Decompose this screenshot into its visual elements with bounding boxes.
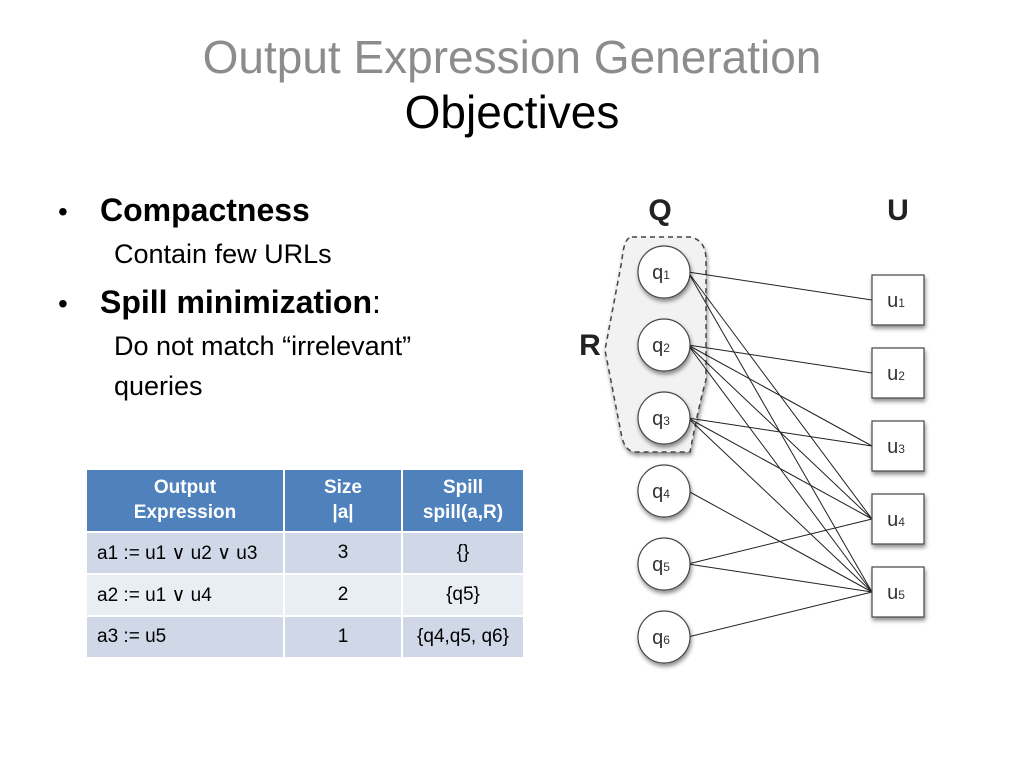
cell-expression: a2 := u1 ∨ u4 (85, 573, 285, 618)
q-node-label: q2 (652, 335, 670, 357)
q-node-q3: q3 (637, 391, 691, 445)
graph-edge-q5-u5 (687, 563, 873, 593)
u-node-box (871, 420, 925, 472)
q-column-header: Q (648, 194, 671, 227)
q-node-label: q6 (652, 627, 670, 649)
graph-edge-q2-u2 (687, 344, 873, 374)
u-node-u5: u5 (871, 566, 925, 618)
q-node-circle (637, 391, 691, 445)
q-node-q5: q5 (637, 537, 691, 591)
q-node-q4: q4 (637, 464, 691, 518)
q-node-circle (637, 464, 691, 518)
table-row: a3 := u5 1 {q4,q5, q6} (85, 615, 525, 660)
bullet-spill-minimization: • Spill minimization: (58, 280, 538, 326)
bullet-label: Spill minimization (100, 284, 373, 320)
slide-title: Output Expression Generation Objectives (0, 30, 1024, 140)
q-node-circle (637, 318, 691, 372)
bullet-compactness: • Compactness (58, 188, 538, 234)
graph-edge-q3-u3 (687, 417, 873, 447)
bullet-suffix: : (372, 284, 381, 320)
u-node-u1: u1 (871, 274, 925, 326)
cell-size: 2 (283, 573, 403, 618)
graph-edge-q2-u3 (687, 344, 873, 447)
graph-edge-q3-u5 (687, 417, 873, 593)
cell-spill: {q4,q5, q6} (401, 615, 525, 660)
q-node-label: q3 (652, 408, 670, 430)
title-main: Output Expression Generation (202, 31, 822, 83)
r-set-label: R (579, 329, 601, 362)
u-node-u2: u2 (871, 347, 925, 399)
bullet-detail: Do not match “irrelevant” queries (114, 331, 412, 401)
u-node-box (871, 566, 925, 618)
bullet-list: • Compactness Contain few URLs • Spill m… (58, 188, 538, 412)
graph-edge-q6-u5 (687, 591, 873, 638)
u-node-label: u5 (887, 582, 905, 604)
q-node-q2: q2 (637, 318, 691, 372)
table-row: a2 := u1 ∨ u4 2 {q5} (85, 573, 525, 618)
table-row: a1 := u1 ∨ u2 ∨ u3 3 {} (85, 531, 525, 576)
bullet-dot-icon: • (58, 196, 68, 227)
u-node-u3: u3 (871, 420, 925, 472)
q-node-circle (637, 610, 691, 664)
q-node-label: q4 (652, 481, 670, 503)
u-node-label: u4 (887, 509, 905, 531)
u-column-header: U (887, 194, 909, 227)
cell-size: 3 (283, 531, 403, 576)
graph-edge-q1-u1 (687, 271, 873, 301)
u-node-box (871, 493, 925, 545)
u-nodes: u1 u2 u3 u4 u5 (871, 274, 925, 618)
bullet-label: Compactness (100, 192, 310, 228)
q-node-label: q5 (652, 554, 670, 576)
bipartite-graph: Q U R q1 q2 q3 q4 q5 q6 u1 u2 u3 u4 u5 (579, 194, 925, 664)
bullet-detail: Contain few URLs (114, 239, 332, 269)
title-subtitle: Objectives (404, 86, 620, 139)
header-size: Size|a| (283, 467, 403, 534)
q-node-circle (637, 537, 691, 591)
u-node-label: u3 (887, 436, 905, 458)
u-node-box (871, 274, 925, 326)
q-node-circle (637, 245, 691, 299)
q-node-q6: q6 (637, 610, 691, 664)
cell-spill: {q5} (401, 573, 525, 618)
u-node-label: u2 (887, 363, 905, 385)
q-node-label: q1 (652, 262, 670, 284)
cell-expression: a3 := u5 (85, 615, 285, 660)
cell-size: 1 (283, 615, 403, 660)
u-node-box (871, 347, 925, 399)
graph-edges (687, 271, 873, 638)
q-node-q1: q1 (637, 245, 691, 299)
u-node-u4: u4 (871, 493, 925, 545)
cell-expression: a1 := u1 ∨ u2 ∨ u3 (85, 531, 285, 576)
graph-edge-q3-u4 (687, 417, 873, 520)
bullet-dot-icon: • (58, 288, 68, 319)
cell-spill: {} (401, 531, 525, 576)
graph-edge-q5-u4 (687, 518, 873, 565)
u-node-label: u1 (887, 290, 905, 312)
q-nodes: q1 q2 q3 q4 q5 q6 (637, 245, 691, 664)
